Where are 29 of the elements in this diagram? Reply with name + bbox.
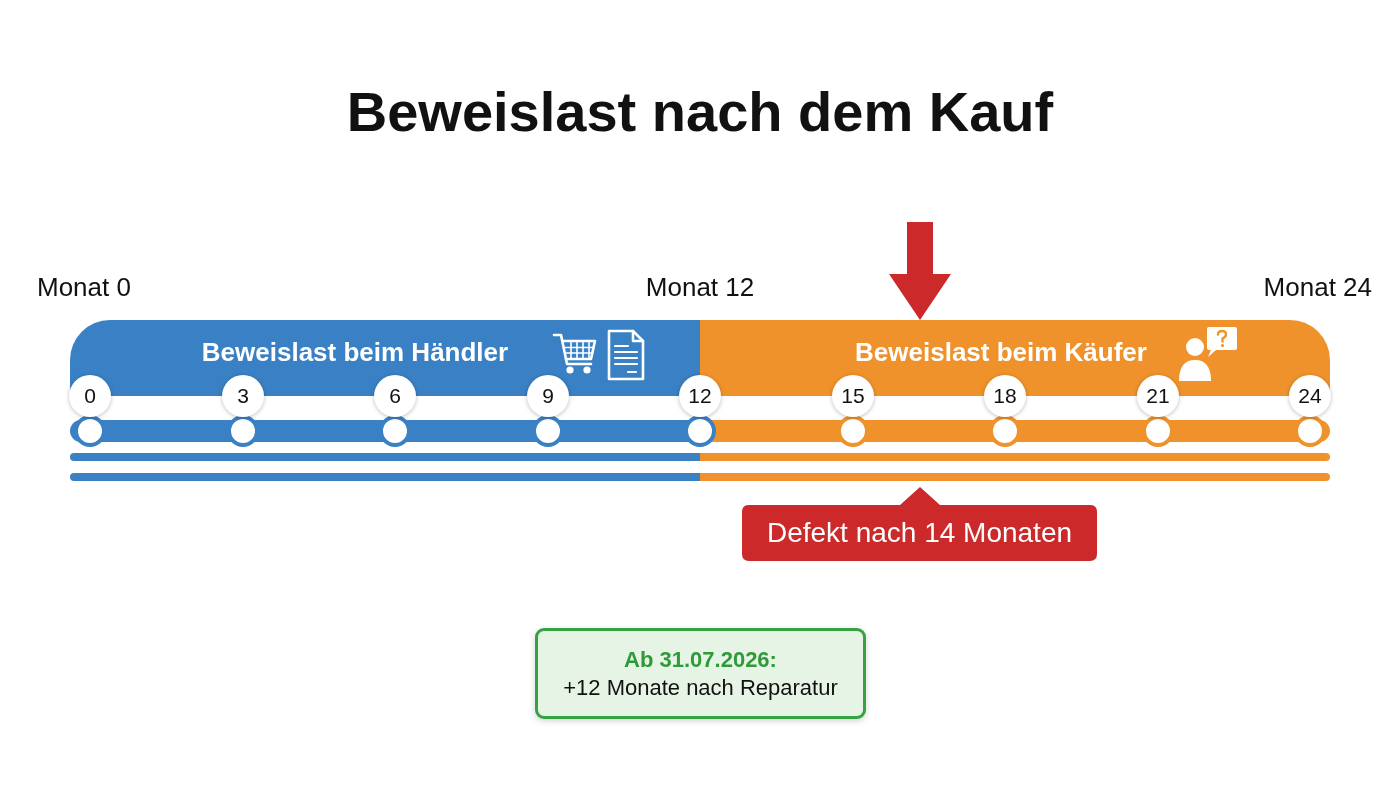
month-marker xyxy=(679,375,721,417)
month-number: 24 xyxy=(1298,384,1322,408)
month-marker xyxy=(222,375,264,417)
arrow xyxy=(889,222,951,320)
callout-text: Defekt nach 14 Monaten xyxy=(766,516,1073,550)
month-marker xyxy=(69,375,111,417)
month-label: Monat 24 xyxy=(1263,271,1372,303)
month-label: Monat 12 xyxy=(645,271,755,303)
month-marker xyxy=(1137,375,1179,417)
month-number: 21 xyxy=(1146,384,1170,408)
month-number: 12 xyxy=(688,384,712,408)
month-number: 3 xyxy=(237,384,249,408)
note-heading: Ab 31.07.2026: xyxy=(624,645,777,674)
note-text: +12 Monate nach Reparatur xyxy=(563,673,838,702)
month-marker xyxy=(527,375,569,417)
month-marker xyxy=(1289,375,1331,417)
band-title: Beweislast beim Händler xyxy=(201,337,509,367)
band-title: Beweislast beim Käufer xyxy=(855,337,1147,367)
title: Beweislast nach dem Kauf xyxy=(346,79,1054,145)
month-number: 0 xyxy=(84,384,96,408)
month-number: 15 xyxy=(841,384,865,408)
month-marker xyxy=(832,375,874,417)
month-label: Monat 0 xyxy=(37,271,131,303)
month-marker xyxy=(374,375,416,417)
note-box xyxy=(535,628,866,719)
month-number: 9 xyxy=(542,384,554,408)
month-number: 18 xyxy=(993,384,1017,408)
month-number: 6 xyxy=(389,384,401,408)
month-marker xyxy=(984,375,1026,417)
